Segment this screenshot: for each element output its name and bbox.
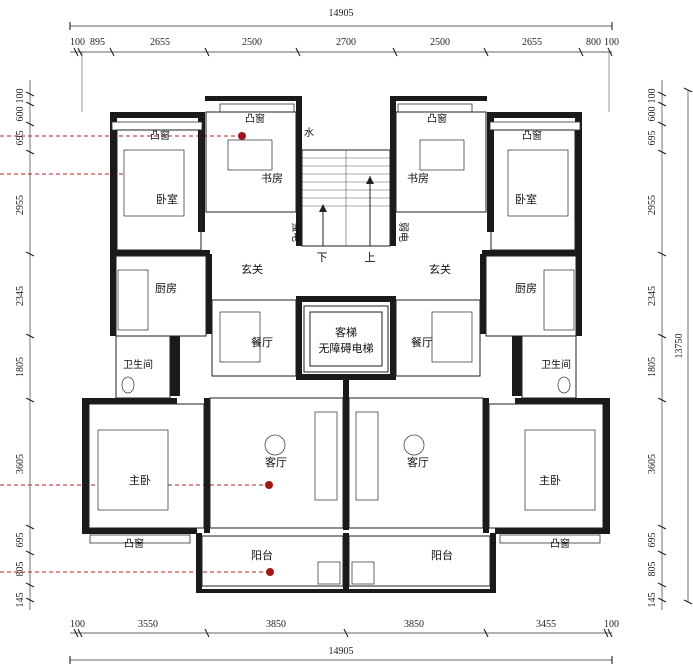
top-dim-seg-8: 100 bbox=[604, 37, 619, 48]
weak-power-label: 弱电 bbox=[397, 222, 410, 242]
living-room-label: 客厅 bbox=[265, 455, 287, 469]
left-dim-seg-3: 2955 bbox=[15, 195, 26, 215]
top-dim-seg-5: 2500 bbox=[430, 37, 450, 48]
balcony-label: 阳台 bbox=[251, 548, 273, 562]
top-dim-seg-2: 2655 bbox=[150, 37, 170, 48]
bottom-dim-seg-3: 3850 bbox=[404, 619, 424, 630]
furniture bbox=[97, 139, 596, 585]
bath-label: 卫生间 bbox=[123, 358, 153, 371]
bay-window-label: 凸窗 bbox=[150, 129, 170, 142]
top-dim-seg-7: 800 bbox=[586, 37, 601, 48]
bottom-dim-seg-0: 100 bbox=[70, 619, 85, 630]
foyer-label: 玄关 bbox=[429, 262, 451, 276]
right-dimensions: 100 600 695 2955 2345 1805 3605 695 805 … bbox=[647, 80, 693, 610]
bay-window-label: 凸窗 bbox=[124, 537, 144, 550]
right-dim-seg-7: 695 bbox=[647, 533, 658, 548]
right-dim-seg-4: 2345 bbox=[647, 286, 658, 306]
left-dim-seg-9: 145 bbox=[15, 593, 26, 608]
bay-window-label: 凸窗 bbox=[427, 112, 447, 125]
left-dim-seg-5: 1805 bbox=[15, 357, 26, 377]
stair-down-label: 下 bbox=[317, 251, 328, 264]
strong-power-label: 强电 bbox=[290, 222, 303, 242]
master-bedroom-label: 主卧 bbox=[539, 474, 561, 487]
room-labels: 凸窗 凸窗 凸窗 凸窗 卧室 卧室 书房 书房 水 强电 弱电 下 上 玄关 玄… bbox=[123, 112, 571, 562]
study-label: 书房 bbox=[261, 172, 283, 185]
right-dim-seg-0: 100 bbox=[647, 89, 658, 104]
right-dim-seg-6: 3605 bbox=[647, 454, 658, 474]
living-room-label: 客厅 bbox=[407, 455, 429, 469]
right-dim-seg-5: 1805 bbox=[647, 357, 658, 377]
top-dim-seg-1: 895 bbox=[90, 37, 105, 48]
left-dim-seg-6: 3605 bbox=[15, 454, 26, 474]
top-dim-seg-0: 100 bbox=[70, 37, 85, 48]
elevator-shaft bbox=[303, 305, 389, 373]
left-dimensions: 100 600 695 2955 2345 1805 3605 695 805 … bbox=[15, 80, 35, 610]
right-dim-seg-1: 600 bbox=[647, 107, 658, 122]
stair-treads bbox=[302, 157, 390, 246]
bottom-total-dim: 14905 bbox=[329, 646, 354, 657]
top-total-dim: 14905 bbox=[329, 8, 354, 19]
thin-lines bbox=[88, 103, 604, 587]
dining-label: 餐厅 bbox=[251, 335, 273, 349]
arrow-icon bbox=[366, 176, 374, 184]
left-dim-seg-2: 695 bbox=[15, 131, 26, 146]
top-dim-seg-4: 2700 bbox=[336, 37, 356, 48]
bottom-dim-seg-5: 100 bbox=[604, 619, 619, 630]
bottom-dimensions: 100 3550 3850 3850 3455 100 14905 bbox=[69, 619, 619, 664]
left-dim-seg-0: 100 bbox=[15, 89, 26, 104]
balcony-label: 阳台 bbox=[431, 548, 453, 562]
bedroom-label: 卧室 bbox=[515, 192, 537, 206]
kitchen-label: 厨房 bbox=[155, 282, 177, 295]
right-dim-seg-8: 805 bbox=[647, 562, 658, 577]
top-dimensions: 14905 100 895 2655 2500 2700 2500 2655 8… bbox=[69, 8, 619, 112]
bay-window-label: 凸窗 bbox=[522, 129, 542, 142]
master-bedroom-label: 主卧 bbox=[129, 474, 151, 487]
right-dim-seg-2: 695 bbox=[647, 131, 658, 146]
bay-window-label: 凸窗 bbox=[550, 537, 570, 550]
stair-up-label: 上 bbox=[365, 251, 376, 264]
bottom-dim-seg-2: 3850 bbox=[266, 619, 286, 630]
left-dim-seg-7: 695 bbox=[15, 533, 26, 548]
foyer-label: 玄关 bbox=[241, 262, 263, 276]
right-total-dim: 13750 bbox=[674, 334, 685, 359]
water-shaft-label: 水 bbox=[304, 127, 314, 139]
elevator-label: 客梯 bbox=[335, 325, 357, 339]
bedroom-label: 卧室 bbox=[156, 192, 178, 206]
dining-label: 餐厅 bbox=[411, 335, 433, 349]
top-dim-seg-6: 2655 bbox=[522, 37, 542, 48]
right-dim-seg-9: 145 bbox=[647, 593, 658, 608]
left-dim-seg-1: 600 bbox=[15, 107, 26, 122]
kitchen-label: 厨房 bbox=[515, 282, 537, 295]
marker-dot bbox=[266, 568, 274, 576]
left-dim-seg-4: 2345 bbox=[15, 286, 26, 306]
top-dim-seg-3: 2500 bbox=[242, 37, 262, 48]
arrow-icon bbox=[319, 204, 327, 212]
elevator-label-accessible: 无障碍电梯 bbox=[319, 341, 374, 355]
study-label: 书房 bbox=[407, 172, 429, 185]
bottom-dim-seg-1: 3550 bbox=[138, 619, 158, 630]
marker-dot bbox=[238, 132, 246, 140]
marker-dot bbox=[265, 481, 273, 489]
bath-label: 卫生间 bbox=[541, 358, 571, 371]
bottom-dim-seg-4: 3455 bbox=[536, 619, 556, 630]
left-dim-seg-8: 805 bbox=[15, 562, 26, 577]
bay-window-label: 凸窗 bbox=[245, 112, 265, 125]
right-dim-seg-3: 2955 bbox=[647, 195, 658, 215]
